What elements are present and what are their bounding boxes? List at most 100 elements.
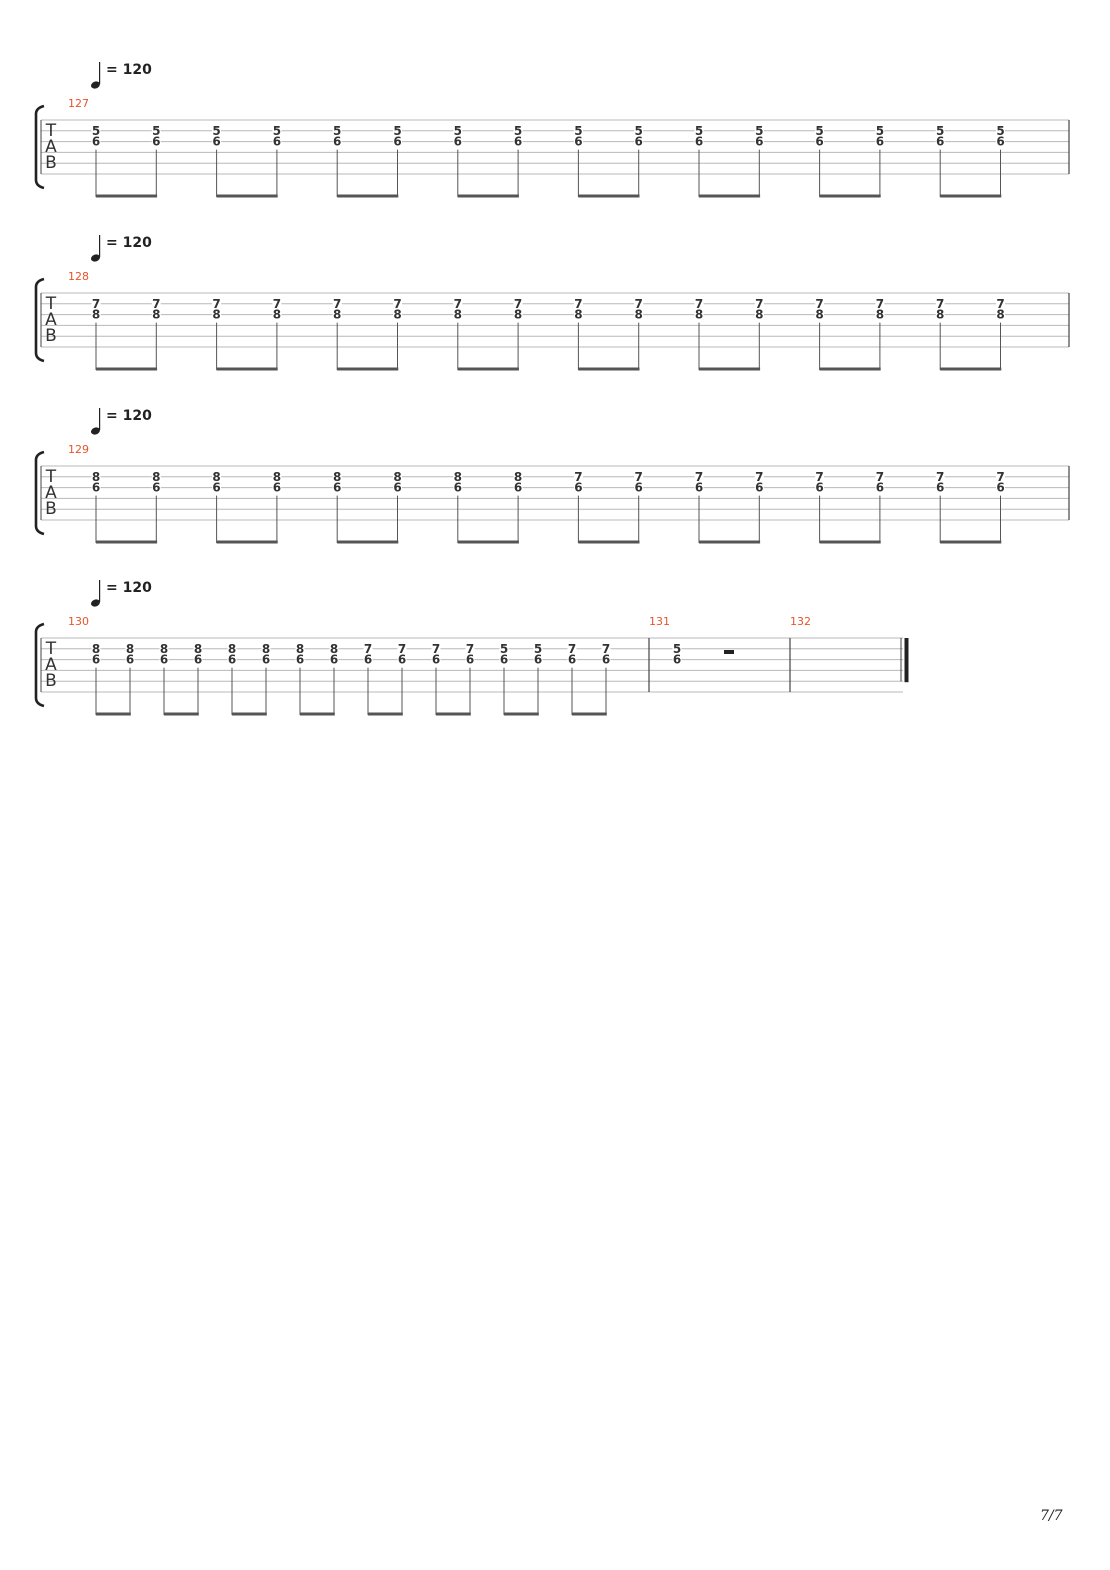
fret-number: 7 xyxy=(92,297,100,311)
fret-number: 6 xyxy=(212,135,220,149)
chord: 56 xyxy=(935,124,945,197)
chord: 56 xyxy=(393,124,402,197)
fret-number: 8 xyxy=(126,642,134,656)
fret-number: 5 xyxy=(815,124,823,138)
fret-number: 8 xyxy=(574,308,582,322)
chord: 76 xyxy=(573,470,583,543)
chord: 86 xyxy=(332,470,342,543)
tempo-text: = 120 xyxy=(106,235,152,251)
fret-number: 8 xyxy=(92,308,100,322)
chord: 78 xyxy=(754,297,764,370)
eighth-beam xyxy=(578,367,640,371)
chord: 56 xyxy=(151,124,161,197)
fret-number: 5 xyxy=(695,124,703,138)
chord: 56 xyxy=(272,124,282,197)
fret-number: 7 xyxy=(514,297,522,311)
chord: 78 xyxy=(393,297,402,370)
fret-number: 7 xyxy=(574,297,582,311)
fret-number: 5 xyxy=(936,124,944,138)
tempo-marking: = 120 xyxy=(91,235,152,262)
system-bracket xyxy=(34,277,45,363)
eighth-beam xyxy=(232,712,267,716)
eighth-beam xyxy=(572,712,607,716)
fret-number: 7 xyxy=(936,470,944,484)
fret-number: 6 xyxy=(92,135,100,149)
eighth-beam xyxy=(940,540,1002,544)
fret-number: 6 xyxy=(333,135,341,149)
fret-number: 7 xyxy=(466,642,474,656)
fret-number: 5 xyxy=(212,124,220,138)
eighth-beam xyxy=(457,194,519,198)
eighth-beam xyxy=(457,540,519,544)
fret-number: 5 xyxy=(92,124,100,138)
fret-number: 7 xyxy=(602,642,610,656)
tab-clef-letter: T xyxy=(45,639,57,659)
quarter-note-icon xyxy=(91,427,100,435)
fret-number: 7 xyxy=(876,470,884,484)
fret-number: 5 xyxy=(500,642,508,656)
fret-number: 5 xyxy=(996,124,1004,138)
chord: 78 xyxy=(694,297,704,370)
fret-number: 8 xyxy=(194,642,202,656)
fret-number: 6 xyxy=(602,653,610,667)
fret-number: 8 xyxy=(152,308,160,322)
chord: 56 xyxy=(513,124,523,197)
chord: 76 xyxy=(694,470,704,543)
chord: 76 xyxy=(431,642,441,715)
fret-number: 6 xyxy=(815,481,823,495)
fret-number: 8 xyxy=(296,642,304,656)
eighth-beam xyxy=(96,194,158,198)
chord: 76 xyxy=(567,642,577,715)
chord: 78 xyxy=(453,297,463,370)
fret-number: 7 xyxy=(815,470,823,484)
fret-number: 7 xyxy=(212,297,220,311)
chord: 78 xyxy=(91,297,101,370)
measure-132: 132 xyxy=(790,615,909,683)
fret-number: 6 xyxy=(876,481,884,495)
system-bracket xyxy=(34,104,45,190)
eighth-beam xyxy=(96,540,158,544)
fret-number: 7 xyxy=(755,470,763,484)
chord: 56 xyxy=(212,124,222,197)
chord: 78 xyxy=(332,297,342,370)
eighth-beam xyxy=(940,367,1002,371)
fret-number: 7 xyxy=(273,297,281,311)
fret-number: 6 xyxy=(635,481,643,495)
fret-number: 6 xyxy=(152,481,160,495)
chord: 76 xyxy=(935,470,945,543)
measure-number: 127 xyxy=(68,97,89,110)
fret-number: 7 xyxy=(454,297,462,311)
fret-number: 6 xyxy=(393,481,401,495)
quarter-note-icon xyxy=(91,599,100,607)
eighth-beam xyxy=(578,540,640,544)
eighth-beam xyxy=(578,194,640,198)
fret-number: 6 xyxy=(432,653,440,667)
fret-number: 6 xyxy=(673,653,681,667)
fret-number: 8 xyxy=(936,308,944,322)
eighth-beam xyxy=(436,712,471,716)
eighth-beam xyxy=(819,367,881,371)
fret-number: 7 xyxy=(876,297,884,311)
tab-clef-letter: T xyxy=(45,121,57,141)
fret-number: 5 xyxy=(574,124,582,138)
chord: 86 xyxy=(295,642,305,715)
fret-number: 7 xyxy=(936,297,944,311)
chord: 86 xyxy=(159,642,169,715)
system-bracket xyxy=(34,450,45,536)
chord: 56 xyxy=(754,124,764,197)
eighth-beam xyxy=(337,194,399,198)
tempo-marking: = 120 xyxy=(91,408,152,435)
fret-number: 6 xyxy=(514,481,522,495)
chord: 56 xyxy=(453,124,463,197)
eighth-beam xyxy=(337,540,399,544)
eighth-beam xyxy=(699,194,761,198)
chord: 56 xyxy=(499,642,509,715)
fret-number: 5 xyxy=(876,124,884,138)
tab-system-2: = 120TAB12878787878787878787878787878787… xyxy=(34,235,1070,371)
tab-clef-letter: A xyxy=(45,137,57,157)
fret-number: 8 xyxy=(262,642,270,656)
fret-number: 8 xyxy=(92,642,100,656)
fret-number: 7 xyxy=(568,642,576,656)
chord: 86 xyxy=(151,470,161,543)
